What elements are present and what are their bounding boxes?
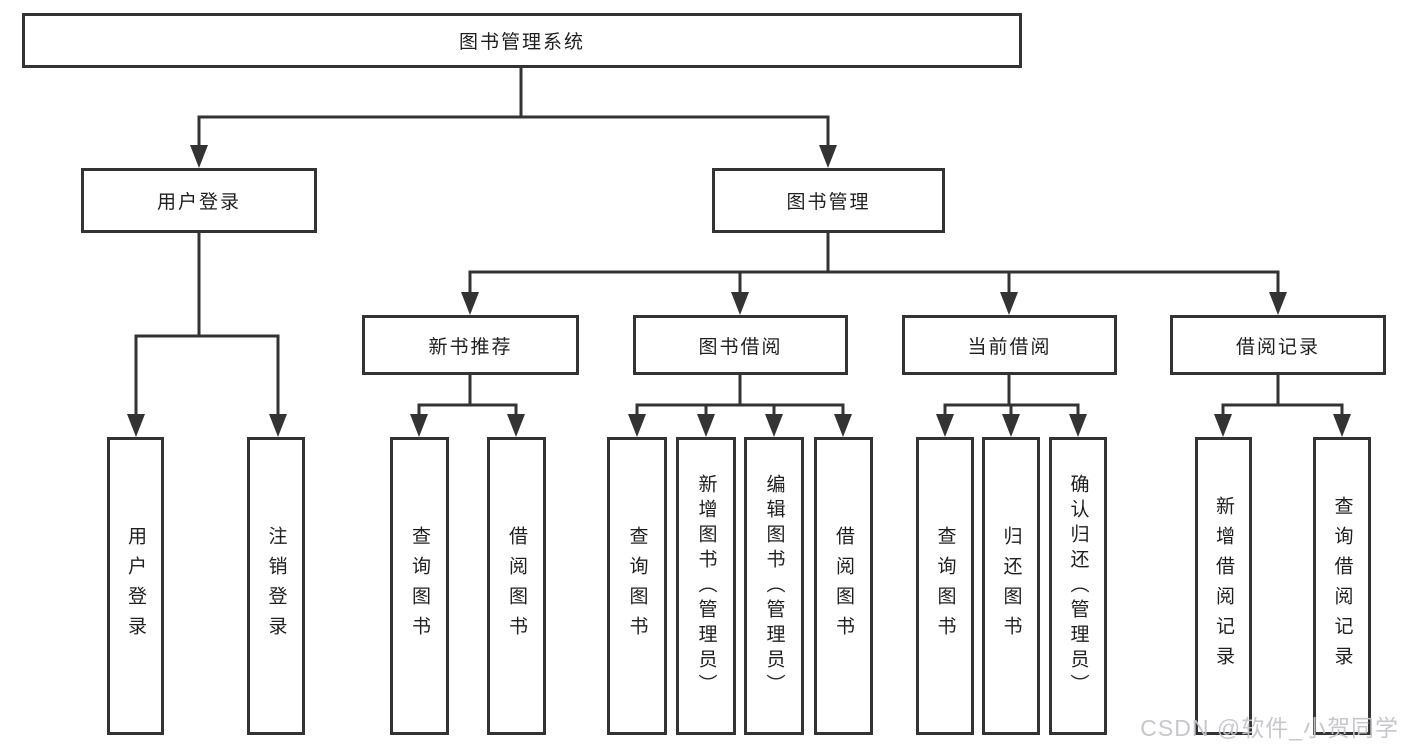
node-new-book-recommend: 新书推荐 — [362, 315, 579, 375]
watermark: CSDN @软件_小贺同学 — [1140, 715, 1399, 741]
node-root: 图书管理系统 — [22, 13, 1022, 68]
leaf-current-confirm-admin: 确认归还（管理员） — [1049, 437, 1107, 735]
leaf-borrow-edit-admin: 编辑图书（管理员） — [744, 437, 804, 735]
leaf-user-login: 用户登录 — [107, 437, 164, 735]
connector-records-to-leaves — [1221, 373, 1344, 420]
connector-currentborrow-to-leaves — [943, 373, 1080, 420]
leaf-borrow-borrow: 借阅图书 — [814, 437, 873, 735]
connector-bookmgmt-to-level3 — [468, 231, 1280, 298]
leaf-records-query: 查询借阅记录 — [1313, 437, 1371, 735]
leaf-records-add: 新增借阅记录 — [1195, 437, 1252, 735]
connector-userlogin-to-leaves — [134, 231, 280, 420]
leaf-newbook-borrow: 借阅图书 — [487, 437, 546, 735]
arrowheads — [127, 145, 1351, 437]
connector-bookborrow-to-leaves — [635, 373, 845, 420]
leaf-borrow-query: 查询图书 — [607, 437, 667, 735]
connector-newbook-to-leaves — [417, 373, 518, 420]
leaf-current-query: 查询图书 — [916, 437, 974, 735]
node-current-borrow: 当前借阅 — [902, 315, 1117, 375]
node-book-management: 图书管理 — [712, 168, 945, 233]
leaf-newbook-query: 查询图书 — [390, 437, 449, 735]
leaf-borrow-add-admin: 新增图书（管理员） — [676, 437, 736, 735]
node-borrow-records: 借阅记录 — [1170, 315, 1386, 375]
node-user-login: 用户登录 — [81, 168, 317, 233]
node-book-borrow: 图书借阅 — [633, 315, 848, 375]
connector-root-to-level2 — [197, 66, 830, 150]
leaf-current-return: 归还图书 — [982, 437, 1040, 735]
leaf-logout: 注销登录 — [247, 437, 305, 735]
